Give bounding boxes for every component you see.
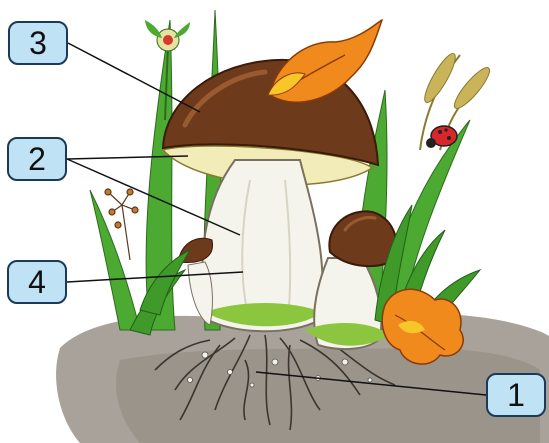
label-4: 4 xyxy=(7,260,67,304)
label-2: 2 xyxy=(7,137,67,181)
label-1: 1 xyxy=(486,373,546,417)
small-mushroom-left xyxy=(178,238,213,325)
label-3: 3 xyxy=(8,21,68,65)
soil-shadow xyxy=(116,348,540,443)
leader-line-3 xyxy=(68,43,200,112)
